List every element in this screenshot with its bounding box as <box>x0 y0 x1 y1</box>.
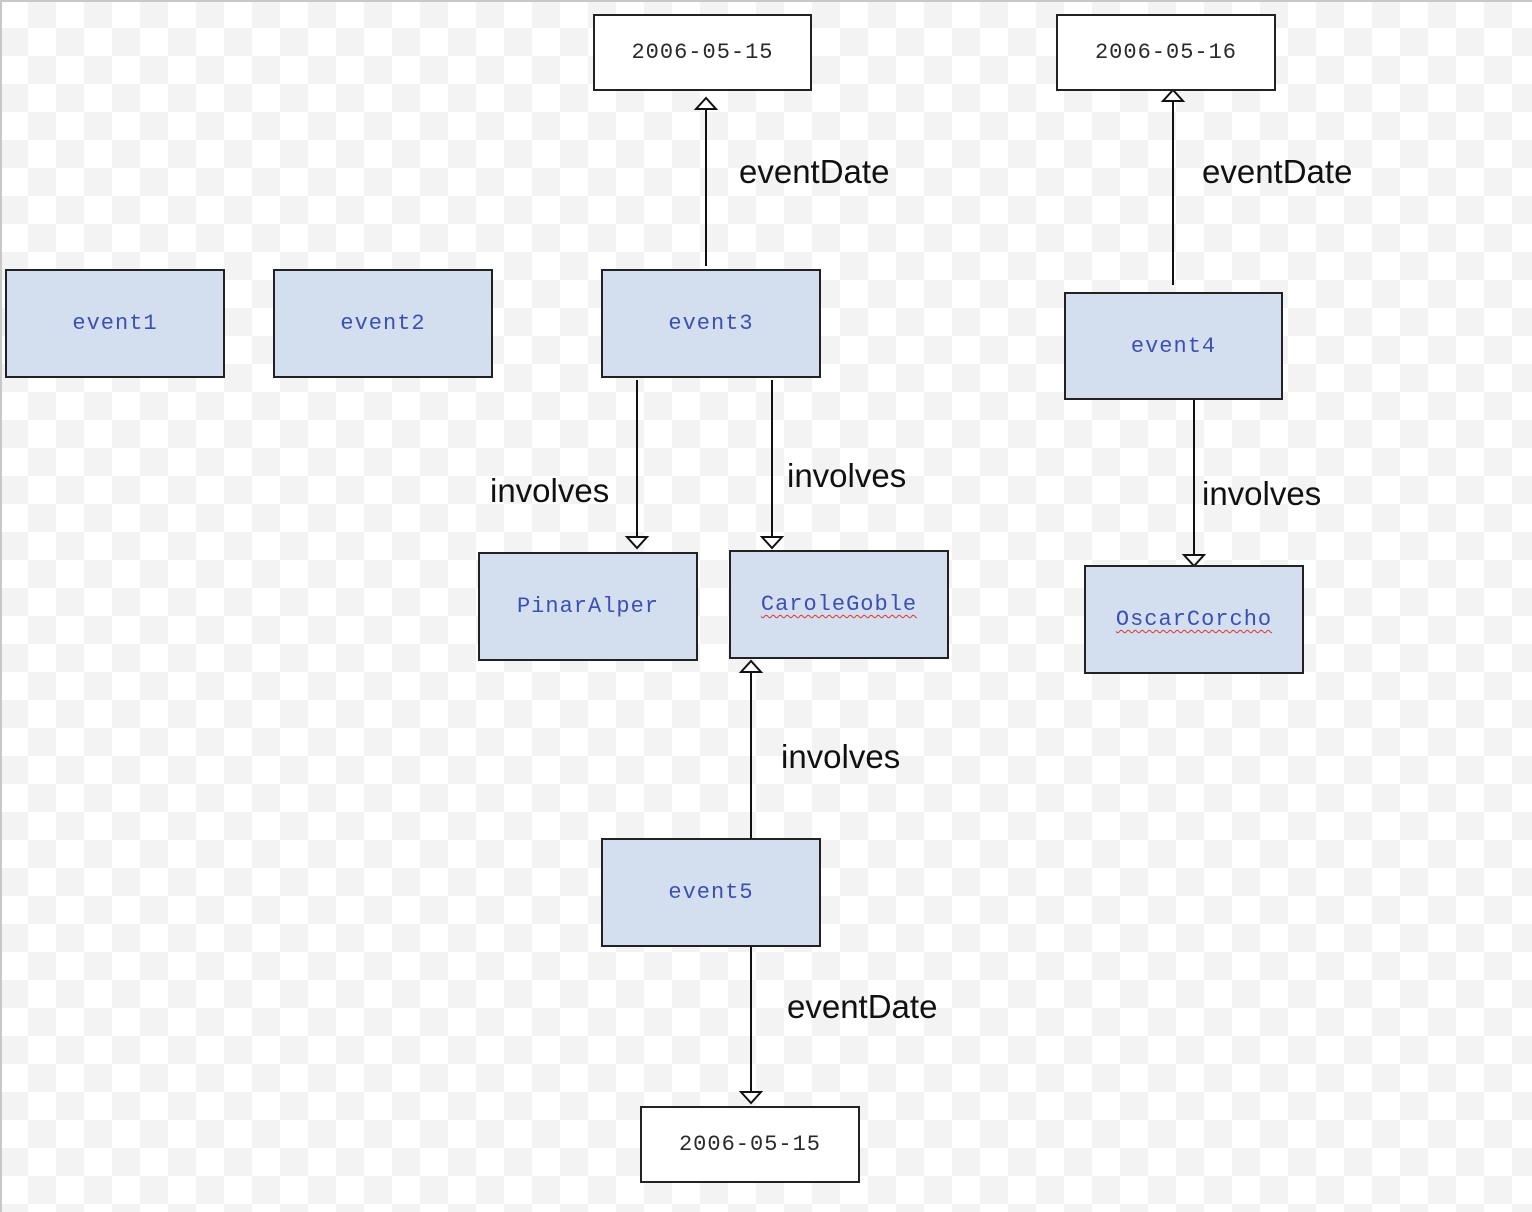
node-pinar-alper[interactable]: PinarAlper <box>478 552 698 661</box>
edge-label-event4-involves-oscar-corcho: involves <box>1202 475 1322 512</box>
node-label: event1 <box>72 311 158 336</box>
node-event4[interactable]: event4 <box>1064 292 1283 400</box>
edge-event4-involves-oscar-corcho <box>1181 399 1207 568</box>
node-label: 2006-05-15 <box>678 1132 822 1157</box>
edge-label-event5-involves-carole-goble: involves <box>781 738 901 775</box>
node-label: 2006-05-16 <box>1094 40 1238 65</box>
edge-label-event4-event-date: eventDate <box>1202 153 1353 190</box>
edge-event3-involves-carole-goble <box>759 380 785 550</box>
node-label: CaroleGoble <box>760 592 918 617</box>
node-label: event3 <box>668 311 754 336</box>
node-event1[interactable]: event1 <box>5 269 225 378</box>
node-event5[interactable]: event5 <box>601 838 821 947</box>
date-node-event3[interactable]: 2006-05-15 <box>593 14 812 91</box>
edge-label-event3-event-date: eventDate <box>739 153 890 190</box>
node-label: PinarAlper <box>516 594 660 619</box>
node-event2[interactable]: event2 <box>273 269 493 378</box>
arrowhead-icon <box>1181 554 1207 568</box>
edge-event5-event-date <box>738 935 764 1105</box>
node-label: OscarCorcho <box>1115 607 1273 632</box>
node-label: 2006-05-15 <box>631 40 774 65</box>
edge-event5-involves-carole-goble <box>738 659 764 845</box>
edge-event3-event-date <box>693 96 719 266</box>
node-event3[interactable]: event3 <box>601 269 821 378</box>
arrowhead-icon <box>693 96 719 110</box>
edge-label-event5-event-date: eventDate <box>787 988 938 1025</box>
edge-label-event3-involves-pinar-alper: involves <box>490 472 610 509</box>
edge-event4-event-date <box>1160 88 1186 285</box>
arrowhead-icon <box>624 536 650 550</box>
arrowhead-icon <box>759 536 785 550</box>
node-label: event5 <box>668 880 754 905</box>
node-label: event2 <box>340 311 426 336</box>
date-node-event5[interactable]: 2006-05-15 <box>640 1106 860 1183</box>
node-label: event4 <box>1130 333 1217 359</box>
date-node-event4[interactable]: 2006-05-16 <box>1056 14 1276 91</box>
arrowhead-icon <box>738 659 764 673</box>
node-oscar-corcho[interactable]: OscarCorcho <box>1084 565 1304 674</box>
node-carole-goble[interactable]: CaroleGoble <box>729 550 949 659</box>
arrowhead-icon <box>738 1091 764 1105</box>
edge-event3-involves-pinar-alper <box>624 380 650 550</box>
arrowhead-icon <box>1160 88 1186 102</box>
edge-label-event3-involves-carole-goble: involves <box>787 457 907 494</box>
